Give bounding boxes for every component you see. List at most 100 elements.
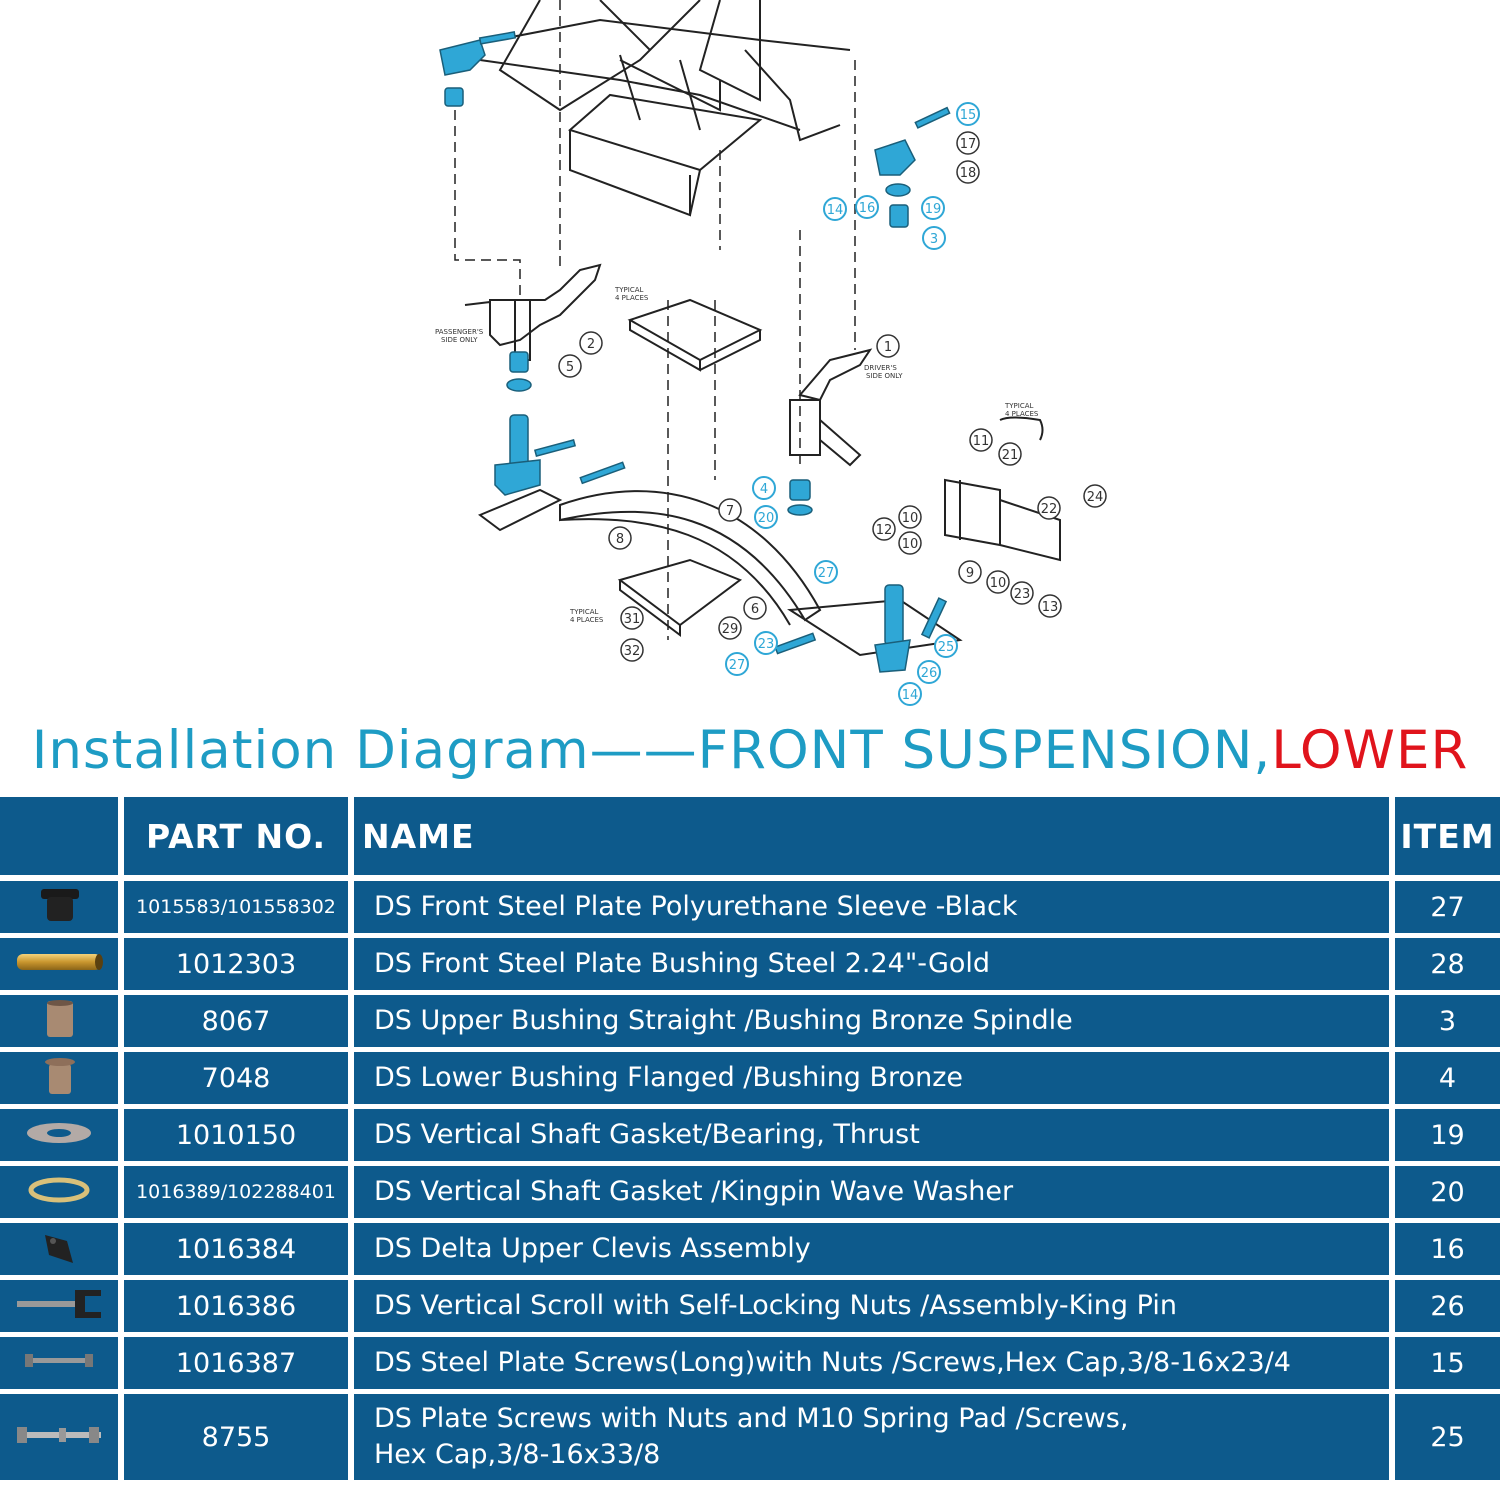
upper-clevis-right (874, 139, 916, 176)
header-item: ITEM (1395, 797, 1500, 875)
part-image-cell (0, 1337, 118, 1389)
center-plate (627, 298, 763, 372)
svg-text:10: 10 (902, 511, 919, 526)
header-part-no: PART NO. (124, 797, 348, 875)
svg-text:2: 2 (587, 337, 595, 352)
part-name-line: DS Vertical Shaft Gasket /Kingpin Wave W… (374, 1176, 1014, 1207)
gold-bushing-icon (9, 942, 109, 986)
svg-text:4 PLACES: 4 PLACES (615, 294, 649, 302)
thrust-washer-19 (885, 183, 911, 197)
svg-text:12: 12 (876, 523, 893, 538)
wave-washer-icon (9, 1170, 109, 1214)
bushing-left-lower (509, 351, 529, 373)
washer-left-lower (506, 378, 532, 392)
svg-text:31: 31 (624, 612, 641, 627)
part-name-line: DS Lower Bushing Flanged /Bushing Bronze (374, 1062, 963, 1093)
part-number: 1015583/101558302 (124, 881, 348, 933)
svg-text:8: 8 (616, 532, 624, 547)
svg-text:19: 19 (925, 202, 942, 217)
driver-label: DRIVER'S (864, 364, 897, 372)
svg-text:3: 3 (930, 232, 938, 247)
svg-text:16: 16 (859, 201, 876, 216)
bolt-upper-left (478, 31, 517, 45)
page-title: Installation Diagram——FRONT SUSPENSION,L… (0, 720, 1500, 781)
part-name: DS Front Steel Plate Polyurethane Sleeve… (354, 881, 1389, 933)
part-name-line: DS Vertical Shaft Gasket/Bearing, Thrust (374, 1119, 920, 1150)
item-number: 3 (1395, 995, 1500, 1047)
part-name: DS Plate Screws with Nuts and M10 Spring… (354, 1394, 1389, 1480)
svg-text:21: 21 (1002, 448, 1019, 463)
part-number: 1010150 (124, 1109, 348, 1161)
item-number: 28 (1395, 938, 1500, 990)
svg-text:18: 18 (960, 166, 977, 181)
svg-text:32: 32 (624, 644, 641, 659)
item-number: 26 (1395, 1280, 1500, 1332)
upper-clevis-left (439, 39, 486, 76)
part-name-line: DS Steel Plate Screws(Long)with Nuts /Sc… (374, 1347, 1291, 1378)
thrust-washer-icon (9, 1113, 109, 1157)
part-number: 7048 (124, 1052, 348, 1104)
svg-text:6: 6 (751, 602, 759, 617)
item-number: 25 (1395, 1394, 1500, 1480)
upper-bushing-left (444, 87, 464, 107)
hub-assembly (944, 478, 1061, 562)
part-name: DS Lower Bushing Flanged /Bushing Bronze (354, 1052, 1389, 1104)
svg-text:4 PLACES: 4 PLACES (570, 616, 604, 624)
black-sleeve-icon (9, 885, 109, 929)
typical-label-right: TYPICAL (1004, 402, 1034, 410)
svg-text:20: 20 (758, 511, 775, 526)
kingpin-left-fork (494, 459, 541, 496)
item-number: 27 (1395, 881, 1500, 933)
svg-text:29: 29 (722, 622, 739, 637)
bronze-bushing-icon (9, 999, 109, 1043)
screw-nut-icon (9, 1415, 109, 1459)
flanged-bushing-icon (9, 1056, 109, 1100)
part-name: DS Steel Plate Screws(Long)with Nuts /Sc… (354, 1337, 1389, 1389)
header-image (0, 797, 118, 875)
part-name-line: DS Upper Bushing Straight /Bushing Bronz… (374, 1005, 1073, 1036)
svg-text:SIDE ONLY: SIDE ONLY (866, 372, 903, 380)
part-number: 1016384 (124, 1223, 348, 1275)
svg-text:23: 23 (758, 637, 775, 652)
long-screw-icon (9, 1341, 109, 1385)
part-image-cell (0, 938, 118, 990)
frame-plate (567, 93, 763, 217)
header-name: NAME (354, 797, 1389, 875)
passenger-label: PASSENGER'S (435, 328, 484, 336)
svg-text:9: 9 (966, 566, 974, 581)
part-image-cell (0, 1109, 118, 1161)
upper-a-arm (469, 18, 851, 131)
svg-text:SIDE ONLY: SIDE ONLY (441, 336, 478, 344)
svg-text:26: 26 (921, 666, 938, 681)
item-number: 16 (1395, 1223, 1500, 1275)
part-name: DS Delta Upper Clevis Assembly (354, 1223, 1389, 1275)
typical-label-top: TYPICAL (614, 286, 644, 294)
part-image-cell (0, 1052, 118, 1104)
part-image-cell (0, 995, 118, 1047)
callout-blue (725, 102, 980, 706)
svg-text:14: 14 (902, 688, 919, 703)
part-number: 1016389/102288401 (124, 1166, 348, 1218)
svg-text:14: 14 (827, 203, 844, 218)
right-plate (787, 598, 963, 657)
part-name: DS Vertical Shaft Gasket /Kingpin Wave W… (354, 1166, 1389, 1218)
bottom-plate (617, 558, 743, 637)
part-number: 1016386 (124, 1280, 348, 1332)
screw-item-15 (914, 106, 951, 129)
left-plate (478, 488, 563, 532)
bushing-item-4 (789, 479, 811, 501)
part-number: 1016387 (124, 1337, 348, 1389)
part-number: 8755 (124, 1394, 348, 1480)
part-image-cell (0, 881, 118, 933)
callout-black (558, 131, 1107, 662)
svg-text:27: 27 (818, 566, 835, 581)
typical-label-bottom: TYPICAL (569, 608, 599, 616)
svg-text:5: 5 (566, 360, 574, 375)
bottom-margin (0, 1485, 1500, 1500)
part-name-line: DS Plate Screws with Nuts and M10 Spring… (374, 1403, 1129, 1434)
title-accent: LOWER (1271, 720, 1469, 781)
